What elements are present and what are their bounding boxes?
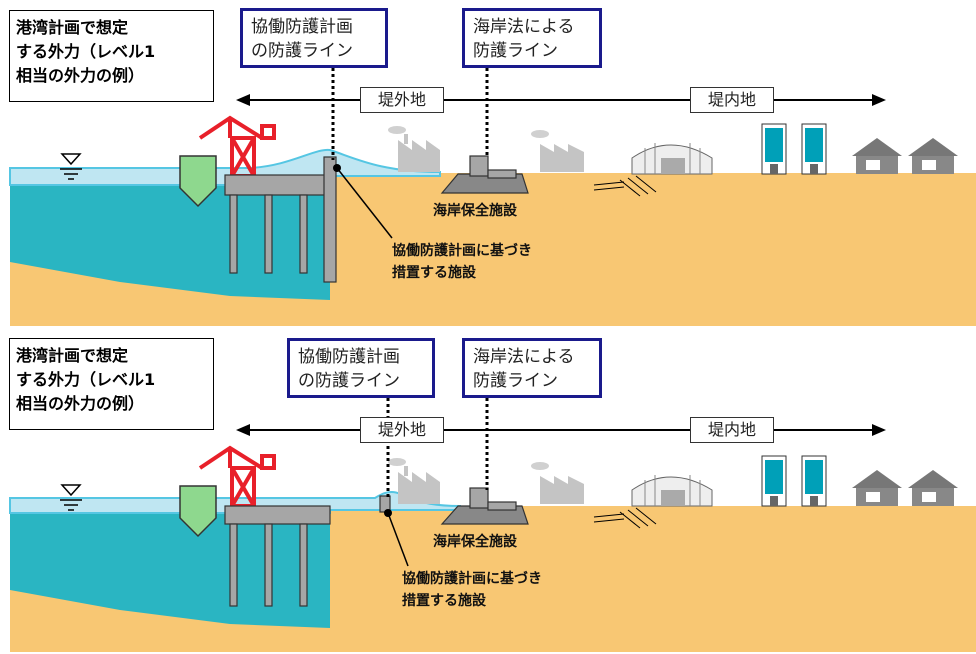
building-icon xyxy=(761,123,787,175)
zone-outer-label: 堤外地 xyxy=(360,417,444,443)
buoy-icon xyxy=(179,155,217,208)
crane-icon xyxy=(198,115,276,178)
kyodo-line-box: 協働防護計画 の防護ライン xyxy=(240,8,388,68)
ground-hatch-symbol xyxy=(593,507,657,529)
arrow-head-right xyxy=(872,94,886,106)
ground-hatch-symbol xyxy=(593,175,657,197)
water-level-symbol-icon xyxy=(60,484,82,511)
external-force-line-1: 港湾計画で想定 xyxy=(16,346,129,365)
arrow-head-right xyxy=(872,424,886,436)
external-force-line-2: する外力（レベル1 xyxy=(16,42,156,61)
leader-line xyxy=(387,512,409,567)
kyodo-facility-label: 協働防護計画に基づき 措置する施設 xyxy=(392,240,532,284)
external-force-box: 港湾計画で想定 する外力（レベル1 相当の外力の例） xyxy=(9,338,214,430)
kyodo-line-text-1: 協働防護計画 xyxy=(251,17,353,37)
kyodo-line-text-2: の防護ライン xyxy=(251,41,353,61)
kyodo-facility-text-1: 協働防護計画に基づき xyxy=(392,243,532,259)
factory-icon xyxy=(388,458,440,504)
leader-line xyxy=(336,167,393,239)
external-force-line-3: 相当の外力の例） xyxy=(16,66,145,85)
arrow-head-left xyxy=(236,94,250,106)
kyodo-line-text-2: の防護ライン xyxy=(298,371,400,391)
coastal-facility-icon xyxy=(440,155,529,194)
house-icon xyxy=(852,138,902,174)
external-force-box: 港湾計画で想定 する外力（レベル1 相当の外力の例） xyxy=(9,10,214,102)
factory-icon xyxy=(531,462,584,504)
coast-line-text-1: 海岸法による xyxy=(473,347,575,367)
building-icon xyxy=(801,123,827,175)
kyodo-facility-text-2: 措置する施設 xyxy=(402,593,486,609)
pier-structure xyxy=(224,505,331,607)
building-icon xyxy=(801,455,827,507)
kyodo-wall xyxy=(323,156,337,283)
warehouse-icon xyxy=(631,143,713,175)
zone-outer-label: 堤外地 xyxy=(360,87,444,113)
kyodo-facility-text-2: 措置する施設 xyxy=(392,265,476,281)
scenario-panel-top: 港湾計画で想定 する外力（レベル1 相当の外力の例） 協働防護計画 の防護ライン… xyxy=(0,0,976,326)
external-force-line-1: 港湾計画で想定 xyxy=(16,18,129,37)
zone-inner-label: 堤内地 xyxy=(690,87,774,113)
coast-line-box: 海岸法による 防護ライン xyxy=(462,8,602,68)
sea xyxy=(10,185,330,300)
warehouse-icon xyxy=(631,475,713,507)
pier-structure xyxy=(224,174,331,274)
factory-icon xyxy=(531,130,584,172)
cross-section-diagram-bottom xyxy=(9,398,976,652)
scenario-panel-bottom: 港湾計画で想定 する外力（レベル1 相当の外力の例） 協働防護計画 の防護ライン… xyxy=(0,328,976,654)
external-force-line-2: する外力（レベル1 xyxy=(16,370,156,389)
house-icon xyxy=(852,470,902,506)
house-icon xyxy=(908,138,958,174)
house-icon xyxy=(908,470,958,506)
kyodo-facility-text-1: 協働防護計画に基づき xyxy=(402,571,542,587)
kyodo-line-text-1: 協働防護計画 xyxy=(298,347,400,367)
water-level-symbol-icon xyxy=(60,153,82,180)
building-icon xyxy=(761,455,787,507)
coastal-facility-label: 海岸保全施設 xyxy=(433,203,517,219)
zone-inner-label: 堤内地 xyxy=(690,417,774,443)
arrow-head-left xyxy=(236,424,250,436)
coastal-facility-icon xyxy=(440,487,529,525)
coast-line-text-1: 海岸法による xyxy=(473,17,575,37)
coast-line-text-2: 防護ライン xyxy=(473,371,558,391)
external-force-line-3: 相当の外力の例） xyxy=(16,394,145,413)
coast-line-text-2: 防護ライン xyxy=(473,41,558,61)
buoy-icon xyxy=(179,485,217,538)
factory-icon xyxy=(388,126,440,172)
kyodo-line-box: 協働防護計画 の防護ライン xyxy=(287,338,435,398)
coastal-facility-label: 海岸保全施設 xyxy=(433,534,517,550)
cross-section-diagram-top xyxy=(9,68,976,326)
kyodo-facility-label: 協働防護計画に基づき 措置する施設 xyxy=(402,568,542,612)
sea xyxy=(10,513,330,628)
coast-line-box: 海岸法による 防護ライン xyxy=(462,338,602,398)
crane-icon xyxy=(198,445,276,508)
